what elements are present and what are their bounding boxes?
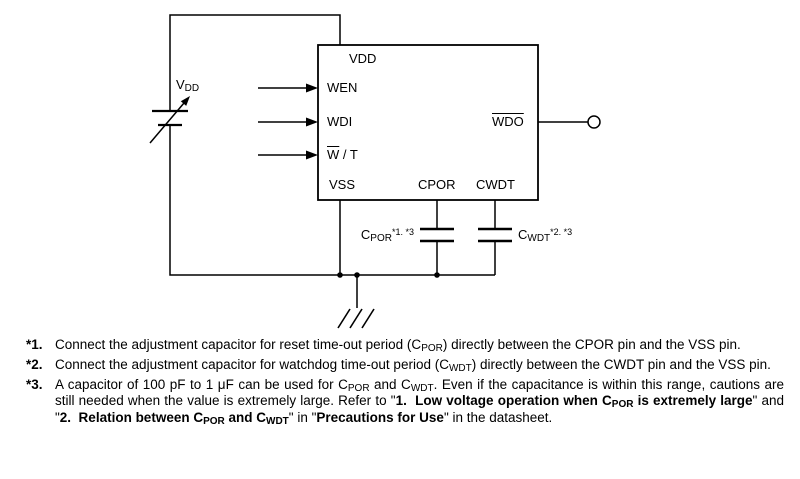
pin-label-cpor: CPOR xyxy=(418,177,456,192)
pin-label-vdd: VDD xyxy=(349,51,377,66)
ground-icon xyxy=(337,308,375,329)
footnote-1-text: Connect the adjustment capacitor for res… xyxy=(55,337,741,354)
pin-label-wen: WEN xyxy=(327,80,358,95)
vdd-feed-wire xyxy=(169,14,341,111)
pin-label-wt: W / T xyxy=(327,147,358,162)
ic-body xyxy=(317,44,539,201)
footnote-2-marker: *2. xyxy=(26,356,43,372)
footnotes: *1. Connect the adjustment capacitor for… xyxy=(26,337,784,430)
capacitor-cwdt-label: CWDT*2. *3 xyxy=(518,227,573,244)
capacitor-cpor-label: CPOR*1. *3 xyxy=(360,227,414,244)
footnote-1-marker: *1. xyxy=(26,337,43,352)
wires xyxy=(169,14,588,308)
footnote-2-text: Connect the adjustment capacitor for wat… xyxy=(55,356,771,374)
footnote-1: *1. Connect the adjustment capacitor for… xyxy=(26,337,784,354)
footnote-3-text: A capacitor of 100 pF to 1 μF can be use… xyxy=(55,376,785,428)
footnote-3: *3. A capacitor of 100 pF to 1 μF can be… xyxy=(26,377,784,427)
footnote-3-marker: *3. xyxy=(26,376,43,392)
pin-label-wdo: WDO xyxy=(492,114,524,129)
pin-label-wdi: WDI xyxy=(327,114,353,129)
capacitor-cpor-icon xyxy=(420,227,454,243)
capacitor-cwdt-icon xyxy=(478,227,512,243)
pin-label-cwdt: CWDT xyxy=(476,177,515,192)
wt-arrow-icon xyxy=(306,150,318,160)
footnote-2: *2. Connect the adjustment capacitor for… xyxy=(26,357,784,374)
wen-arrow-icon xyxy=(306,83,318,93)
wdo-terminal-icon xyxy=(587,115,601,129)
variable-supply-icon xyxy=(149,96,190,144)
ground-rail-wire xyxy=(169,125,495,276)
supply-voltage-label: VDD xyxy=(176,77,200,94)
junction-dots xyxy=(337,272,440,278)
pin-label-vss: VSS xyxy=(329,177,356,192)
input-arrow-icons xyxy=(306,83,318,160)
wdi-arrow-icon xyxy=(306,117,318,127)
